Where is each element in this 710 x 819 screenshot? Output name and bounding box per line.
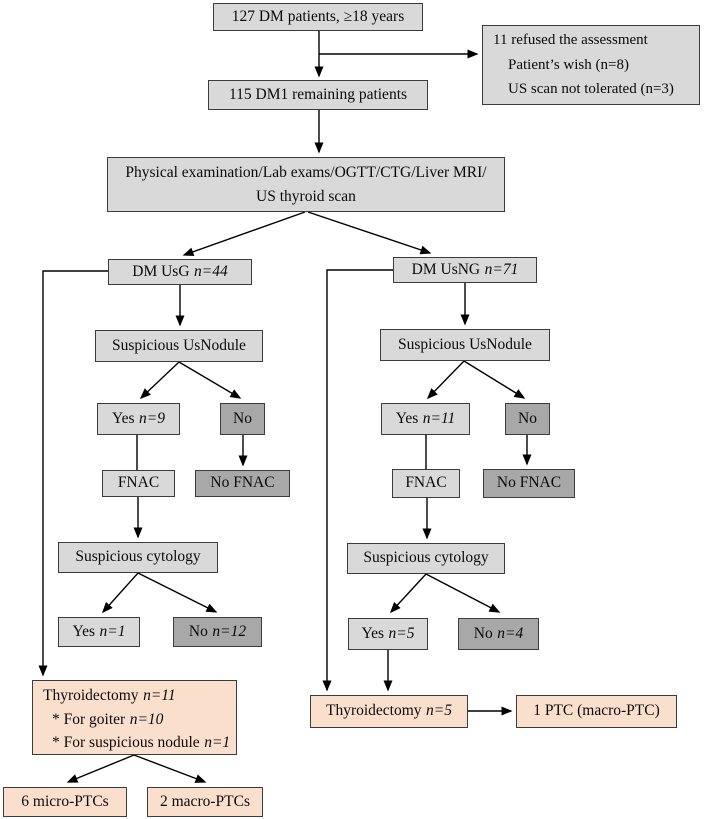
arrow-suspnod-l-to-no xyxy=(178,361,242,399)
node-115-dm1-remaining: 115 DM1 remaining patients xyxy=(208,80,428,110)
arrow-exam-to-usg xyxy=(182,211,306,257)
arrow-thy11-to-micro xyxy=(66,754,135,783)
node-count: n=1 xyxy=(99,622,126,640)
node-refused-assessment: 11 refused the assessment Patient’s wish… xyxy=(482,25,700,105)
node-1-ptc-macro: 1 PTC (macro-PTC) xyxy=(516,695,677,728)
node-fnac-right: FNAC xyxy=(392,469,460,498)
node-label: No xyxy=(473,624,493,642)
node-label: DM UsG xyxy=(132,262,190,280)
node-label: No xyxy=(233,409,252,427)
node-label: 127 DM patients, ≥18 years xyxy=(231,7,405,25)
arrow-exam-to-usng xyxy=(307,211,432,255)
arrow-usg-to-thyroidectomy11 xyxy=(38,270,108,677)
node-label: Yes xyxy=(361,624,385,642)
node-127-dm-patients: 127 DM patients, ≥18 years xyxy=(213,3,423,31)
node-label: FNAC xyxy=(405,474,447,492)
node-label: 11 refused the assessment xyxy=(493,32,648,49)
node-label: No FNAC xyxy=(496,474,562,492)
node-no-fnac-left: No FNAC xyxy=(195,470,290,497)
node-label: Yes xyxy=(72,622,96,640)
node-count: n=9 xyxy=(139,409,166,427)
node-label: Suspicious UsNodule xyxy=(398,335,532,353)
node-suspicious-usnodule-left: Suspicious UsNodule xyxy=(95,330,263,362)
node-no-left: No xyxy=(220,403,265,435)
node-count: n=11 xyxy=(422,409,456,427)
node-label: No xyxy=(518,409,537,427)
node-yes-n9: Yes n=9 xyxy=(97,403,180,435)
node-2-macro-ptcs: 2 macro-PTCs xyxy=(147,787,263,817)
node-count: n=12 xyxy=(212,622,247,640)
arrow-cytology-l-to-no12 xyxy=(137,572,218,613)
node-count: n=44 xyxy=(194,262,228,280)
node-6-micro-ptcs: 6 micro-PTCs xyxy=(3,787,127,817)
node-yes-n11: Yes n=11 xyxy=(381,403,470,435)
node-yes-n1: Yes n=1 xyxy=(58,617,140,647)
node-label: 1 PTC (macro-PTC) xyxy=(533,702,660,720)
arrow-usng-to-thyroidectomy5 xyxy=(322,269,393,692)
node-label: Physical examination/Lab exams/OGTT/CTG/… xyxy=(125,163,487,181)
node-label: Patient’s wish (n=8) xyxy=(508,56,629,73)
node-label: Yes xyxy=(111,409,135,427)
node-suspicious-usnodule-right: Suspicious UsNodule xyxy=(380,329,550,361)
node-suspicious-cytology-right: Suspicious cytology xyxy=(347,543,505,574)
arrow-cytology-l-to-yes1 xyxy=(101,572,139,614)
node-label: No xyxy=(188,622,208,640)
node-no-fnac-right: No FNAC xyxy=(483,469,575,498)
node-thyroidectomy-n5: Thyroidectomy n=5 xyxy=(310,695,468,728)
node-label: 115 DM1 remaining patients xyxy=(228,85,408,103)
node-label: Suspicious cytology xyxy=(363,549,489,567)
arrows xyxy=(38,31,532,783)
node-label: FNAC xyxy=(117,474,160,492)
node-suspicious-cytology-left: Suspicious cytology xyxy=(58,542,218,573)
node-no-n12: No n=12 xyxy=(173,617,262,647)
node-label: Suspicious cytology xyxy=(75,548,201,566)
node-label: Suspicious UsNodule xyxy=(112,336,246,354)
node-no-n4: No n=4 xyxy=(458,618,539,650)
arrow-suspnod-l-to-yes9 xyxy=(139,361,180,400)
node-count: n=5 xyxy=(426,702,453,720)
node-examinations: Physical examination/Lab exams/OGTT/CTG/… xyxy=(107,157,505,212)
node-label: 6 micro-PTCs xyxy=(21,792,109,810)
arrow-cytology-r-to-no4 xyxy=(425,573,501,613)
node-label: 2 macro-PTCs xyxy=(160,792,250,810)
arrow-suspnod-r-to-no xyxy=(463,360,526,399)
node-dm-usg: DM UsG n=44 xyxy=(108,259,252,285)
node-label: DM UsNG xyxy=(411,260,481,278)
arrow-suspnod-r-to-yes11 xyxy=(426,360,465,400)
node-no-right: No xyxy=(505,403,550,435)
node-count: n=4 xyxy=(497,624,524,642)
node-label: Yes xyxy=(395,409,419,427)
node-count: n=5 xyxy=(388,624,415,642)
arrow-thy11-to-macro xyxy=(133,754,207,783)
node-label: No FNAC xyxy=(210,474,275,492)
arrow-cytology-r-to-yes5 xyxy=(389,573,427,614)
node-fnac-left: FNAC xyxy=(102,470,175,497)
node-label: US thyroid scan xyxy=(256,187,356,205)
node-label: Thyroidectomy xyxy=(325,702,422,720)
node-yes-n5: Yes n=5 xyxy=(348,618,428,650)
node-dm-usng: DM UsNG n=71 xyxy=(393,257,537,283)
node-count: n=71 xyxy=(484,260,519,278)
node-label: US scan not tolerated (n=3) xyxy=(508,81,674,98)
